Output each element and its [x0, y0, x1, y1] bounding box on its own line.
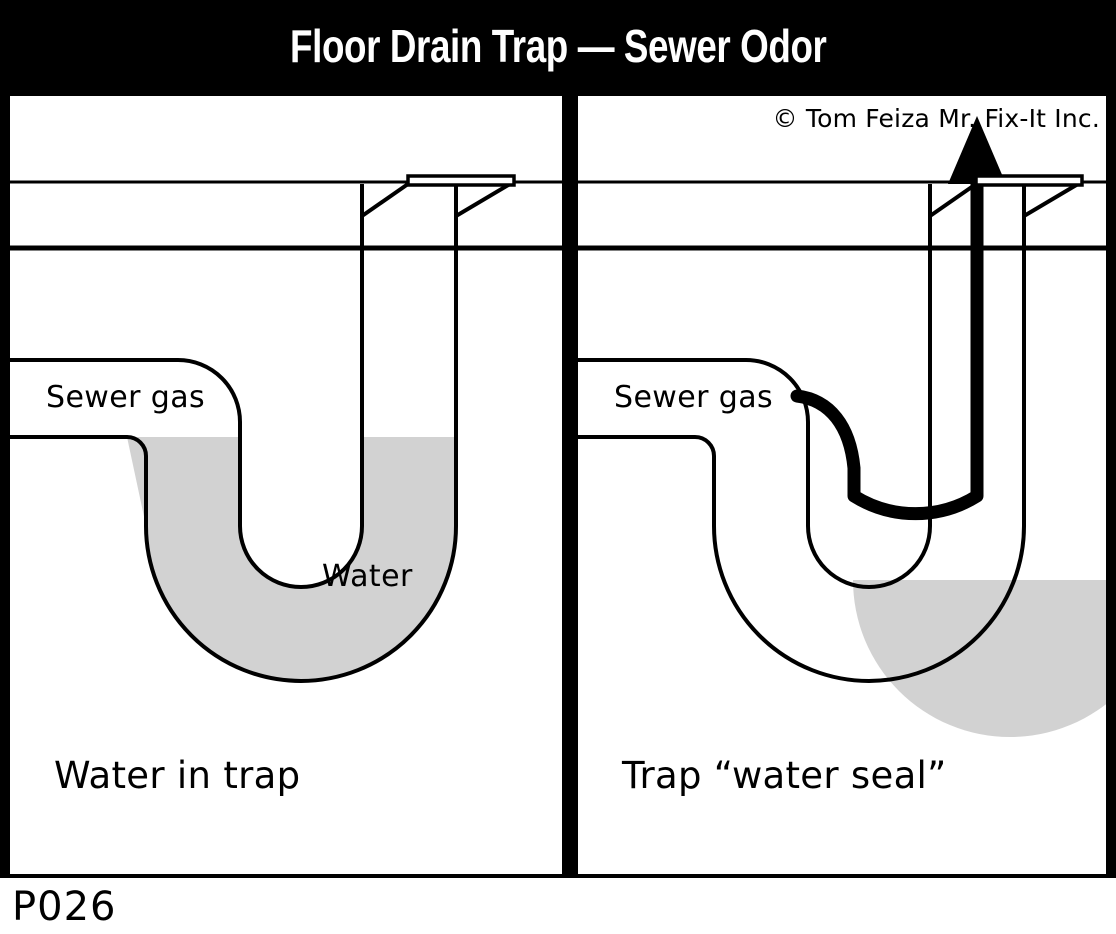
caption-right: Trap “water seal” missing; gas flows int… [622, 659, 1058, 874]
page-title: Floor Drain Trap — Sewer Odor [289, 20, 827, 72]
panel-trap-with-water-seal: Sewer gas Water Water in trap “traps” se… [10, 96, 562, 874]
u-trap-outer-arc-left [144, 525, 458, 683]
right-diagram [578, 116, 1106, 737]
water-fill-left [127, 437, 456, 681]
copyright-notice: © Tom Feiza Mr. Fix-It Inc. [772, 104, 1100, 133]
label-sewer-gas-right: Sewer gas [614, 380, 774, 415]
water-residual-right [853, 580, 1106, 737]
caption-left-line-1: Water in trap [54, 753, 301, 797]
drain-flange-shoulder-left-b [454, 182, 512, 218]
sewer-pipe-top-wall-left [10, 358, 242, 526]
sewer-pipe-bottom-wall-left [10, 435, 148, 526]
drain-flange-shoulder-right-b [1022, 182, 1080, 218]
drain-flange-right [974, 174, 1084, 187]
left-diagram [10, 174, 562, 683]
label-water-left: Water [322, 559, 413, 594]
label-sewer-gas-left: Sewer gas [46, 380, 206, 415]
panel-trap-missing-water-seal: © Tom Feiza Mr. Fix-It Inc. Sewer gas Tr… [578, 96, 1106, 874]
caption-right-line-1: Trap “water seal” [622, 753, 947, 797]
figure-code: P026 [12, 884, 117, 930]
u-trap-outer-arc-right [712, 525, 1026, 683]
sewer-pipe-bottom-wall-right [578, 435, 716, 526]
title-bar: Floor Drain Trap — Sewer Odor [0, 0, 1116, 92]
caption-left: Water in trap “traps” sewer gas. No odor… [54, 659, 404, 874]
u-trap-inner-arc-right [806, 525, 932, 589]
drain-flange-left [406, 174, 516, 187]
gas-flow-arrow-path [790, 149, 984, 521]
u-trap-inner-arc-left [238, 525, 364, 589]
drain-flange-shoulder-left-a [360, 182, 410, 218]
drain-flange-shoulder-right-a [928, 182, 978, 218]
gas-flow-arrow-head [948, 116, 1006, 184]
sewer-pipe-top-wall-right [578, 358, 810, 526]
